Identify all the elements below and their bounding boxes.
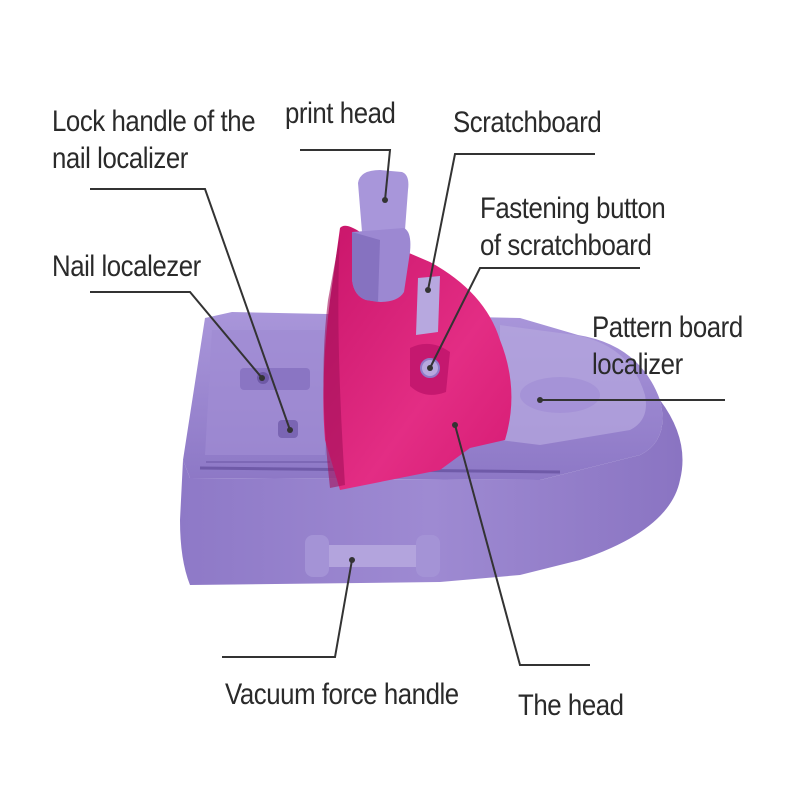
vacuum-handle-right-cap	[416, 535, 440, 577]
left-channel	[205, 330, 330, 455]
scratchboard	[416, 276, 440, 335]
label-scratchboard: Scratchboard	[453, 106, 602, 139]
dot-vacuum	[349, 557, 355, 563]
vacuum-handle-bar	[318, 545, 428, 567]
leader-dots	[259, 197, 543, 563]
leader-scratchboard	[427, 153, 595, 291]
label-print-head: print head	[285, 97, 396, 130]
label-lock-handle-line-2: nail localizer	[52, 142, 188, 175]
leader-lock-handle	[90, 188, 291, 431]
print-head-face	[352, 232, 380, 302]
leader-vacuum-handle	[222, 559, 353, 658]
leader-lines	[90, 149, 725, 666]
label-fastening-button: Fastening button of scratchboard	[480, 190, 666, 264]
label-fastening-line-2: of scratchboard	[480, 229, 652, 262]
pattern-board-recess	[520, 377, 600, 413]
dot-lock-handle	[287, 427, 293, 433]
label-nail-localizer: Nail localezer	[52, 250, 201, 283]
head-shade	[323, 235, 345, 488]
leader-the-head	[454, 424, 590, 666]
leader-nail-localizer	[90, 291, 263, 379]
base-front-wall	[180, 400, 683, 585]
dot-nail-localizer	[259, 375, 265, 381]
label-lock-handle: Lock handle of the nail localizer	[52, 103, 256, 177]
dot-the-head	[452, 422, 458, 428]
label-pattern-board-localizer: Pattern board localizer	[592, 309, 743, 383]
label-pattern-board-line-2: localizer	[592, 348, 683, 381]
label-lock-handle-line-1: Lock handle of the	[52, 105, 256, 138]
label-pattern-board-line-1: Pattern board	[592, 311, 743, 344]
dot-scratchboard	[425, 287, 431, 293]
vacuum-handle-left-cap	[305, 535, 329, 577]
leader-print-head	[300, 149, 392, 201]
dot-print-head	[382, 197, 388, 203]
dot-pattern-board	[537, 397, 543, 403]
dot-fastening	[427, 365, 433, 371]
leader-fastening-button	[429, 267, 640, 369]
label-the-head: The head	[518, 689, 624, 722]
label-fastening-line-1: Fastening button	[480, 192, 666, 225]
label-vacuum-force-handle: Vacuum force handle	[225, 678, 459, 711]
